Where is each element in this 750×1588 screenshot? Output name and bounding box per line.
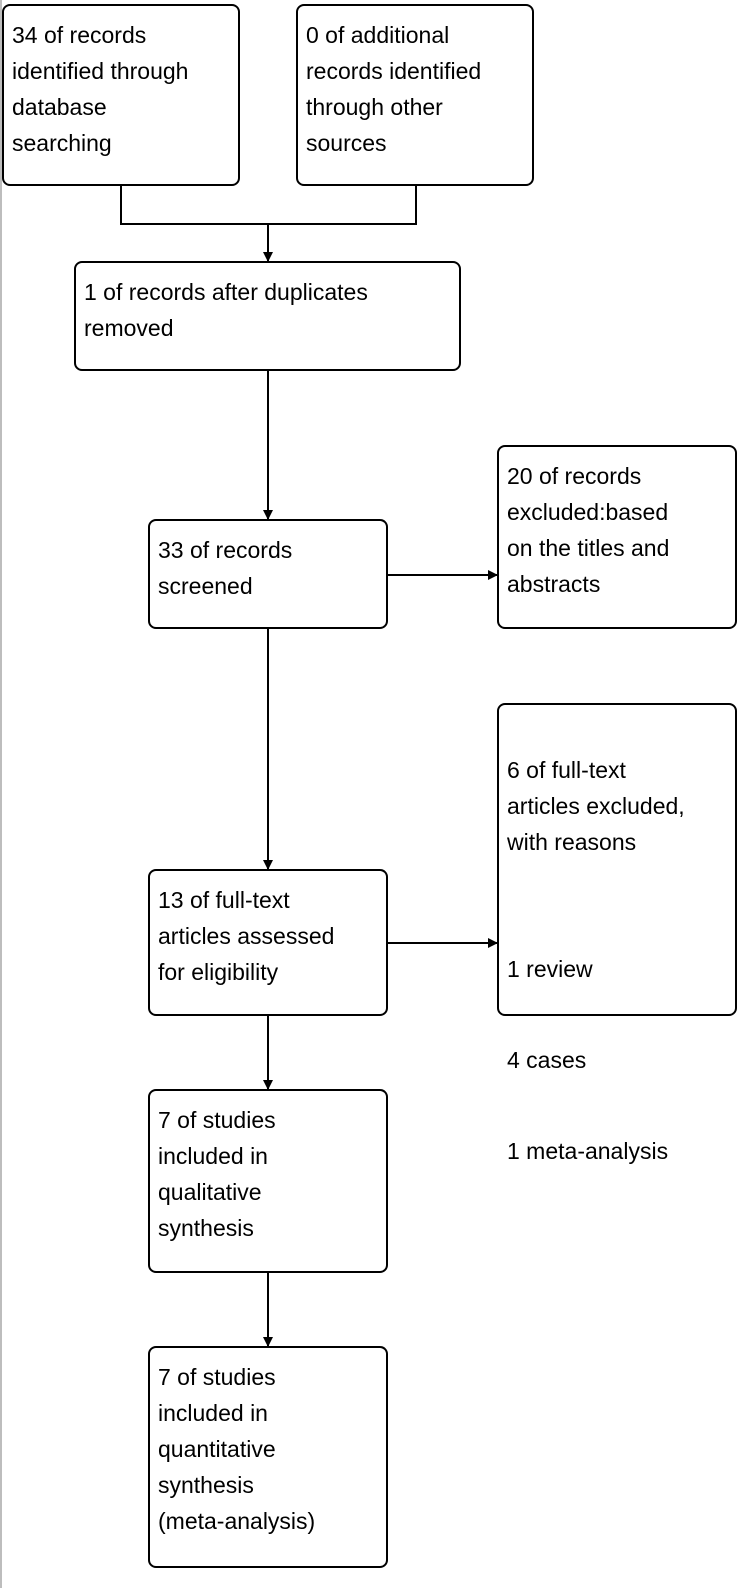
box-database-searching: 34 of records identified through databas… xyxy=(2,4,240,186)
fulltext-excluded-heading: 6 of full-text articles excluded, with r… xyxy=(507,757,685,855)
exclusion-reason: 4 cases xyxy=(507,1047,587,1073)
exclusion-reason: 1 review xyxy=(507,956,593,982)
box-records-screened: 33 of records screened xyxy=(148,519,388,629)
exclusion-reasons-list: 1 review 4 cases 1 meta-analysis xyxy=(507,896,727,1205)
box-other-sources: 0 of additional records identified throu… xyxy=(296,4,534,186)
box-records-excluded: 20 of records excluded:based on the titl… xyxy=(497,445,737,629)
box-qualitative-synthesis: 7 of studies included in qualitative syn… xyxy=(148,1089,388,1273)
box-after-duplicates: 1 of records after duplicates removed xyxy=(74,261,461,371)
left-border xyxy=(0,0,2,1588)
box-quantitative-synthesis: 7 of studies included in quantitative sy… xyxy=(148,1346,388,1568)
box-fulltext-assessed: 13 of full-text articles assessed for el… xyxy=(148,869,388,1016)
exclusion-reason: 1 meta-analysis xyxy=(507,1138,669,1164)
box-fulltext-excluded: 6 of full-text articles excluded, with r… xyxy=(497,703,737,1164)
